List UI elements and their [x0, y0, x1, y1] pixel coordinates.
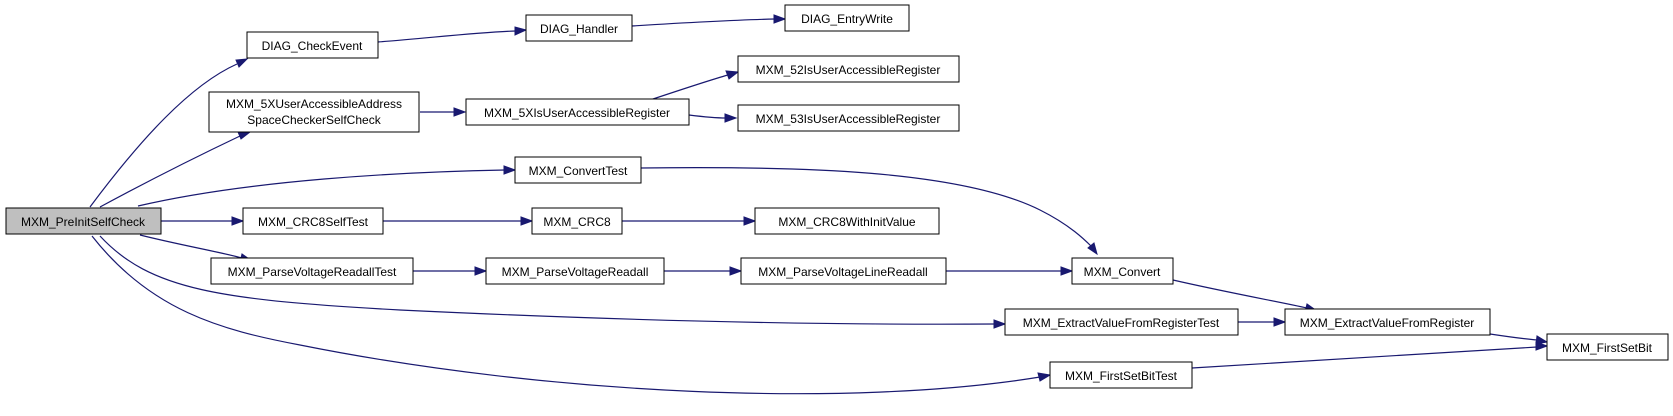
node-label-line1: MXM_5XUserAccessibleAddress	[226, 97, 402, 111]
edge-handler-to-entrywrite	[631, 18, 776, 27]
edge-root-to-extracttest	[99, 235, 996, 325]
arrow-head	[725, 70, 740, 80]
arrow-head	[773, 14, 787, 24]
arrow-head	[1060, 266, 1074, 276]
arrow-head	[993, 319, 1007, 329]
node-extractvaluefromregistertest[interactable]: MXM_ExtractValueFromRegisterTest	[1004, 308, 1239, 336]
node-53-is-user-accessible-register[interactable]: MXM_53IsUserAccessibleRegister	[737, 104, 960, 132]
arrow-head	[1535, 335, 1549, 345]
edge-isuser-to-52	[649, 74, 729, 101]
node-preinitselfcheck[interactable]: MXM_PreInitSelfCheck	[5, 207, 162, 235]
arrow-head	[237, 131, 252, 140]
node-parsevoltagelinereadall[interactable]: MXM_ParseVoltageLineReadall	[740, 257, 947, 285]
node-label: MXM_CRC8WithInitValue	[778, 215, 915, 229]
node-label: MXM_ExtractValueFromRegister	[1300, 316, 1475, 330]
node-label: MXM_5XIsUserAccessibleRegister	[484, 106, 670, 120]
arrow-head	[235, 58, 249, 68]
node-label: MXM_53IsUserAccessibleRegister	[756, 112, 941, 126]
node-diag-entrywrite[interactable]: DIAG_EntryWrite	[784, 4, 910, 32]
arrow-head	[743, 216, 757, 226]
node-crc8selftest[interactable]: MXM_CRC8SelfTest	[242, 207, 384, 235]
node-diag-checkevent[interactable]: DIAG_CheckEvent	[246, 31, 379, 59]
node-label: MXM_FirstSetBitTest	[1065, 369, 1178, 383]
node-crc8[interactable]: MXM_CRC8	[531, 207, 623, 235]
edges	[89, 14, 1549, 395]
edge-isuser-to-53	[688, 114, 727, 119]
node-convert[interactable]: MXM_Convert	[1071, 257, 1174, 285]
node-parsevoltagereadalltest[interactable]: MXM_ParseVoltageReadallTest	[210, 257, 414, 285]
node-label: MXM_52IsUserAccessibleRegister	[756, 63, 941, 77]
edge-root-to-5x-checker	[99, 135, 241, 208]
node-label: MXM_Convert	[1084, 265, 1161, 279]
arrow-head	[1273, 317, 1287, 327]
nodes: MXM_PreInitSelfCheck DIAG_CheckEvent DIA…	[5, 4, 1669, 389]
node-52-is-user-accessible-register[interactable]: MXM_52IsUserAccessibleRegister	[737, 55, 960, 83]
node-diag-handler[interactable]: DIAG_Handler	[525, 14, 633, 42]
edge-root-to-firstsetbittest	[91, 235, 1041, 395]
node-label: MXM_ExtractValueFromRegisterTest	[1023, 316, 1220, 330]
node-label: MXM_ConvertTest	[529, 164, 628, 178]
edge-extract-to-firstsetbit	[1489, 333, 1538, 341]
node-crc8withinitvalue[interactable]: MXM_CRC8WithInitValue	[754, 207, 940, 235]
node-label-line2: SpaceCheckerSelfCheck	[247, 113, 381, 127]
edge-convert-to-extract	[1172, 279, 1308, 309]
edge-converttest-to-convert	[640, 166, 1093, 248]
arrow-head	[729, 266, 743, 276]
node-label: DIAG_EntryWrite	[801, 12, 893, 26]
arrow-head	[474, 266, 488, 276]
arrow-head	[520, 216, 534, 226]
edge-root-to-converttest	[137, 169, 506, 207]
edge-firstsetbittest-to-firstsetbit	[1191, 346, 1538, 369]
node-converttest[interactable]: MXM_ConvertTest	[514, 156, 642, 184]
arrow-head	[724, 113, 738, 123]
arrow-head	[503, 165, 517, 175]
node-parsevoltagereadall[interactable]: MXM_ParseVoltageReadall	[485, 257, 665, 285]
node-label: MXM_CRC8SelfTest	[258, 215, 369, 229]
node-label: MXM_FirstSetBit	[1562, 341, 1653, 355]
node-firstsetbit[interactable]: MXM_FirstSetBit	[1546, 333, 1669, 361]
node-label: DIAG_CheckEvent	[262, 39, 363, 53]
node-5x-is-user-accessible-register[interactable]: MXM_5XIsUserAccessibleRegister	[465, 98, 690, 126]
node-label: MXM_PreInitSelfCheck	[21, 215, 146, 229]
node-label: MXM_ParseVoltageReadall	[502, 265, 649, 279]
node-label: DIAG_Handler	[540, 22, 618, 36]
arrow-head	[231, 216, 245, 226]
node-firstsetbittest[interactable]: MXM_FirstSetBitTest	[1049, 361, 1193, 389]
node-extractvaluefromregister[interactable]: MXM_ExtractValueFromRegister	[1284, 308, 1491, 336]
node-label: MXM_ParseVoltageReadallTest	[228, 265, 397, 279]
arrow-head	[1037, 372, 1052, 382]
edge-diag-checkevent-to-handler	[377, 30, 517, 43]
node-label: MXM_CRC8	[543, 215, 611, 229]
arrow-head	[514, 26, 528, 36]
arrow-head	[1535, 341, 1549, 351]
node-label: MXM_ParseVoltageLineReadall	[758, 265, 927, 279]
edge-root-to-diag-checkevent	[89, 63, 238, 208]
node-5x-user-accessible-checker[interactable]: MXM_5XUserAccessibleAddress SpaceChecker…	[208, 91, 420, 133]
arrow-head	[1087, 242, 1098, 256]
edge-root-to-parsevoltagetest	[139, 234, 243, 259]
arrow-head	[453, 107, 467, 117]
